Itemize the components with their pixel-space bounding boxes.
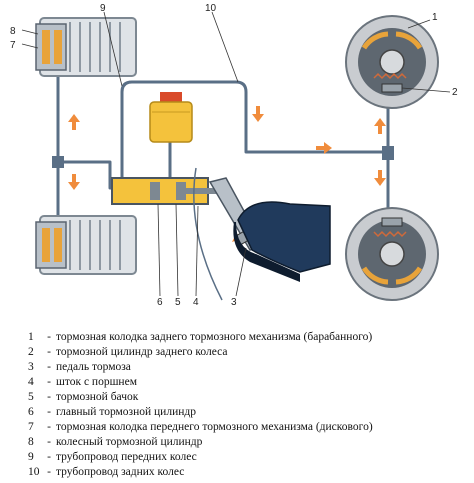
- brake-reservoir: [149, 92, 193, 143]
- legend-number: 6: [28, 406, 34, 418]
- legend-number: 8: [28, 436, 34, 448]
- callout-2: 2: [452, 87, 458, 98]
- pipeline-front: [58, 160, 118, 190]
- legend-item: 10-трубопровод задних колес: [28, 465, 468, 480]
- master-cylinder: [111, 177, 218, 205]
- legend-number: 3: [28, 361, 34, 373]
- legend-text: главный тормозной цилиндр: [56, 406, 196, 418]
- legend-item: 6 -главный тормозной цилиндр: [28, 405, 468, 420]
- shoe-spring: [373, 230, 407, 238]
- legend-text: тормозная колодка переднего тормозного м…: [56, 421, 373, 433]
- arrow-up-icon: [374, 118, 386, 134]
- drum-hub: [379, 49, 405, 75]
- legend: 1-тормозная колодка заднего тормозного м…: [28, 330, 468, 480]
- arrow-down-icon: [252, 106, 264, 122]
- legend-separator: -: [47, 376, 51, 388]
- callout-5: 5: [175, 297, 181, 308]
- legend-item: 3 -педаль тормоза: [28, 360, 468, 375]
- callout-3: 3: [231, 297, 237, 308]
- boot-sole: [233, 222, 300, 282]
- front-pad: [42, 30, 50, 64]
- front-brake-top: [35, 17, 137, 77]
- legend-number: 1: [28, 331, 34, 343]
- legend-separator: -: [47, 391, 51, 403]
- wheel-cylinder: [381, 217, 403, 227]
- legend-separator: -: [47, 346, 51, 358]
- legend-item: 5 -тормозной бачок: [28, 390, 468, 405]
- legend-number: 9: [28, 451, 34, 463]
- line-fittings: [52, 146, 394, 168]
- legend-separator: -: [47, 436, 51, 448]
- legend-item: 4 -шток с поршнем: [28, 375, 468, 390]
- callout-6: 6: [157, 297, 163, 308]
- legend-text: трубопровод передних колес: [56, 451, 197, 463]
- legend-separator: -: [47, 451, 51, 463]
- legend-text: тормозная колодка заднего тормозного мех…: [56, 331, 373, 343]
- pipeline-rear: [120, 80, 386, 180]
- callout-1: 1: [432, 12, 438, 23]
- legend-text: шток с поршнем: [56, 376, 137, 388]
- master-piston: [176, 182, 186, 200]
- arrow-down-icon: [374, 170, 386, 186]
- legend-separator: -: [47, 406, 51, 418]
- drum-shoe: [395, 31, 423, 50]
- legend-text: тормозной бачок: [56, 391, 139, 403]
- rear-drum-bottom: [345, 207, 439, 301]
- front-pad: [42, 228, 50, 262]
- drum-shoe: [361, 266, 389, 285]
- legend-number: 10: [28, 466, 40, 478]
- legend-text: трубопровод задних колес: [56, 466, 185, 478]
- driver-foot: [233, 201, 331, 282]
- front-pad: [54, 228, 62, 262]
- callout-9: 9: [100, 3, 106, 14]
- reservoir-body: [149, 101, 193, 143]
- legend-separator: -: [47, 466, 51, 478]
- arrow-right-icon: [316, 142, 332, 154]
- reservoir-cap: [160, 92, 182, 102]
- boot: [237, 201, 331, 273]
- front-pad: [54, 30, 62, 64]
- legend-text: педаль тормоза: [56, 361, 131, 373]
- arrow-up-icon: [68, 114, 80, 130]
- drum-shoe: [361, 31, 389, 50]
- wheel-cylinder: [381, 83, 403, 93]
- legend-separator: -: [47, 361, 51, 373]
- arrow-down-icon: [68, 174, 80, 190]
- callout-8: 8: [10, 26, 16, 37]
- drum-hub: [379, 241, 405, 267]
- brake-system-diagram: 1 2 3 4 5 6 7 8 9 10: [10, 3, 458, 308]
- legend-text: колесный тормозной цилиндр: [56, 436, 203, 448]
- legend-item: 2 -тормозной цилиндр заднего колеса: [28, 345, 468, 360]
- master-piston: [150, 182, 160, 200]
- legend-number: 2: [28, 346, 34, 358]
- legend-text: тормозной цилиндр заднего колеса: [56, 346, 228, 358]
- front-tee: [52, 156, 64, 168]
- piston-rod: [184, 188, 218, 194]
- callout-leaders: [21, 11, 451, 297]
- callout-7: 7: [10, 40, 16, 51]
- front-brake-bottom: [35, 215, 137, 275]
- legend-item: 9 -трубопровод передних колес: [28, 450, 468, 465]
- legend-number: 7: [28, 421, 34, 433]
- legend-separator: -: [47, 421, 51, 433]
- legend-number: 4: [28, 376, 34, 388]
- legend-number: 5: [28, 391, 34, 403]
- callout-10: 10: [205, 3, 217, 14]
- legend-item: 1 -тормозная колодка заднего тормозного м…: [28, 330, 468, 345]
- legend-item: 7 -тормозная колодка переднего тормозного…: [28, 420, 468, 435]
- legend-separator: -: [47, 331, 51, 343]
- shoe-spring: [373, 72, 407, 80]
- rear-drum-top: [345, 15, 439, 109]
- rear-tee: [382, 146, 394, 160]
- legend-item: 8 -колесный тормозной цилиндр: [28, 435, 468, 450]
- drum-shoe: [395, 266, 423, 285]
- callout-4: 4: [193, 297, 199, 308]
